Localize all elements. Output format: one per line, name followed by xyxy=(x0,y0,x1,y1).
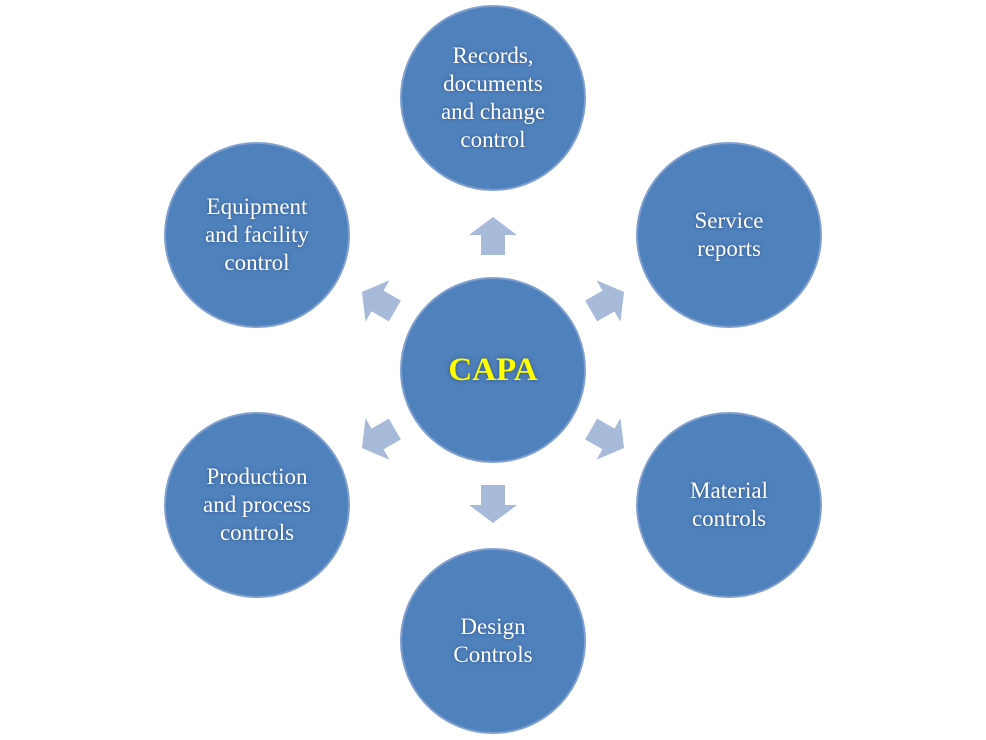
node-production-process-controls: Production and process controls xyxy=(164,412,350,598)
node-label: Equipment and facility control xyxy=(204,194,310,275)
arrow-to-design xyxy=(469,485,517,523)
node-label: Production and process controls xyxy=(203,464,311,545)
center-node-capa: CAPA xyxy=(400,277,586,463)
node-material-controls: Material controls xyxy=(636,412,822,598)
arrow-to-production xyxy=(361,418,401,460)
arrow-to-records xyxy=(469,217,517,255)
node-equipment-facility-control: Equipment and facility control xyxy=(164,142,350,328)
center-label: CAPA xyxy=(448,352,538,388)
node-label: Records, documents and change control xyxy=(440,43,546,152)
node-service-reports: Service reports xyxy=(636,142,822,328)
node-label: Material controls xyxy=(690,478,768,531)
arrow-to-service xyxy=(585,280,625,322)
arrow-to-equipment xyxy=(361,280,401,322)
arrow-to-material xyxy=(585,418,625,460)
node-records-documents-change-control: Records, documents and change control xyxy=(400,5,586,191)
node-label: Design Controls xyxy=(453,614,533,667)
node-design-controls: Design Controls xyxy=(400,548,586,734)
node-label: Service reports xyxy=(694,208,764,261)
